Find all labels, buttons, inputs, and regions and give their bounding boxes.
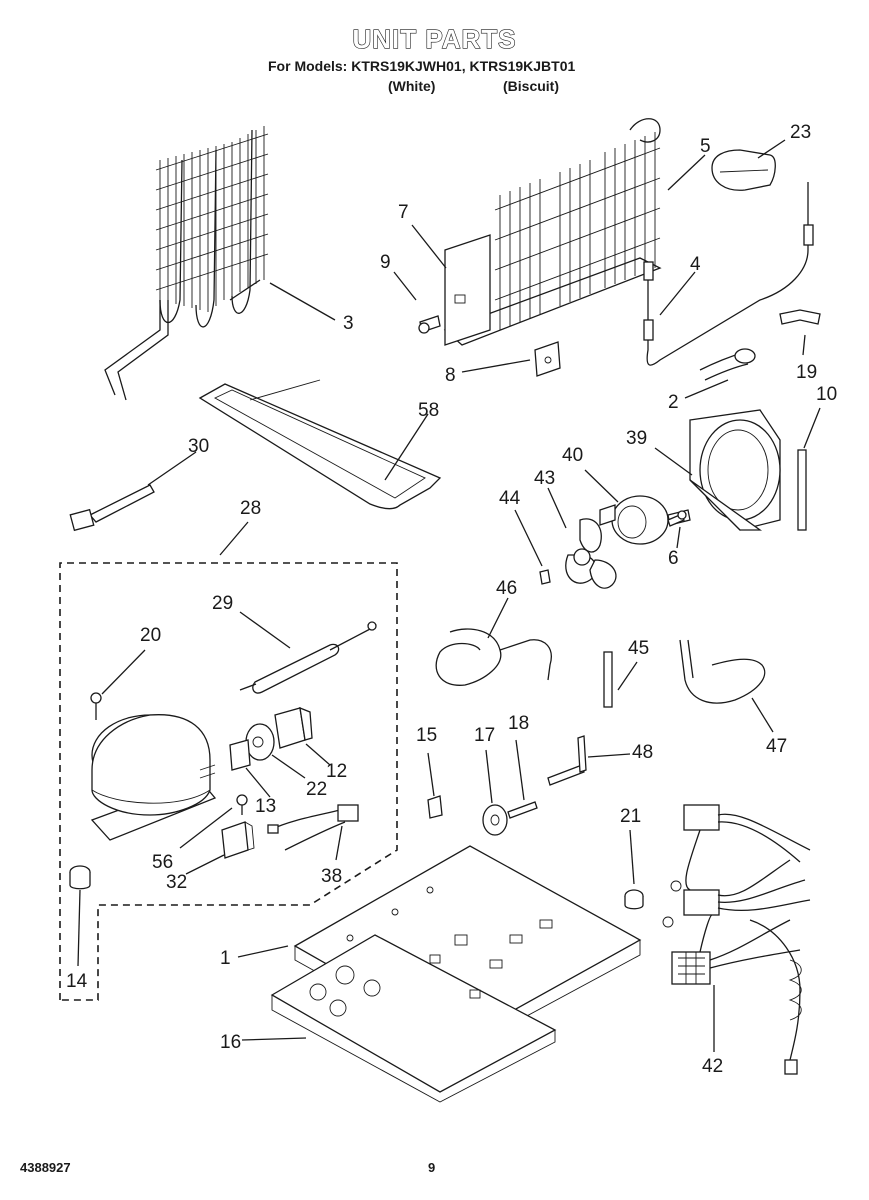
heater-clip [779, 309, 821, 325]
fan-blade [565, 518, 617, 589]
fan-shroud [689, 409, 781, 531]
callout-28: 28 [240, 498, 261, 519]
callout-3: 3 [343, 313, 354, 334]
overload-relay [274, 706, 313, 749]
compressor-grommet [69, 865, 91, 890]
callout-46: 46 [496, 578, 517, 599]
callout-5: 5 [700, 136, 711, 157]
leveling-rod [547, 735, 587, 786]
page-number: 9 [428, 1160, 436, 1175]
variant-white: (White) [388, 78, 436, 94]
callout-58: 58 [418, 400, 439, 421]
callout-45: 45 [628, 638, 649, 659]
page-title: UNIT PARTS [352, 23, 517, 54]
callout-43: 43 [534, 468, 555, 489]
drain-pan [198, 379, 442, 510]
blade-clip [539, 569, 551, 585]
callout-8: 8 [445, 365, 456, 386]
callout-38: 38 [321, 866, 342, 887]
callout-16: 16 [220, 1032, 241, 1053]
base-nut [624, 889, 644, 910]
capacitor-harness [267, 804, 359, 851]
callout-18: 18 [508, 713, 529, 734]
callout-19: 19 [796, 362, 817, 383]
callout-48: 48 [632, 742, 653, 763]
callout-9: 9 [380, 252, 391, 273]
suction-tube [679, 639, 766, 704]
callout-42: 42 [702, 1056, 723, 1077]
callout-20: 20 [140, 625, 161, 646]
insulation-sheet [270, 934, 557, 1103]
roller-wheel [482, 804, 508, 836]
leader-lines [77, 139, 821, 1052]
variant-biscuit: (Biscuit) [503, 78, 559, 94]
capacitor-screw [236, 794, 248, 815]
foam-strip [797, 449, 807, 531]
document-number: 4388927 [20, 1160, 71, 1175]
capacitor [221, 821, 255, 859]
compressor-kit-boundary [59, 562, 398, 1001]
callout-29: 29 [212, 593, 233, 614]
discharge-tube [435, 628, 552, 686]
callout-40: 40 [562, 445, 583, 466]
condenser-coil [104, 126, 269, 401]
callout-17: 17 [474, 725, 495, 746]
motor-screw [667, 510, 687, 527]
callout-4: 4 [690, 254, 701, 275]
callout-47: 47 [766, 736, 787, 757]
callout-1: 1 [220, 948, 231, 969]
drain-rod [603, 651, 613, 708]
capillary-sensor [69, 484, 155, 532]
callout-10: 10 [816, 384, 837, 405]
compressor-stud [90, 692, 102, 720]
wheel-axle [507, 801, 538, 819]
callout-13: 13 [255, 796, 276, 817]
callout-14: 14 [66, 971, 88, 992]
callout-6: 6 [668, 548, 679, 569]
callout-15: 15 [416, 725, 437, 746]
callout-12: 12 [326, 761, 347, 782]
callout-23: 23 [790, 122, 811, 143]
start-relay [229, 739, 251, 771]
callout-2: 2 [668, 392, 679, 413]
relay-cover [245, 723, 275, 761]
callout-21: 21 [620, 806, 641, 827]
compressor [90, 714, 217, 841]
evaporator-fin-assembly [418, 118, 662, 377]
callout-32: 32 [166, 872, 187, 893]
callout-7: 7 [398, 202, 409, 223]
models-line: For Models: KTRS19KJWH01, KTRS19KJBT01 [268, 58, 576, 74]
wiring-harness [662, 804, 811, 1075]
power-grommet [699, 348, 756, 381]
callout-22: 22 [306, 779, 327, 800]
callout-44: 44 [499, 488, 521, 509]
defrost-thermostat-harness [643, 182, 814, 366]
callout-39: 39 [626, 428, 647, 449]
callout-56: 56 [152, 852, 173, 873]
defrost-cover [711, 149, 776, 191]
callout-30: 30 [188, 436, 209, 457]
filter-drier [239, 621, 377, 694]
wheel-bracket [427, 795, 443, 819]
